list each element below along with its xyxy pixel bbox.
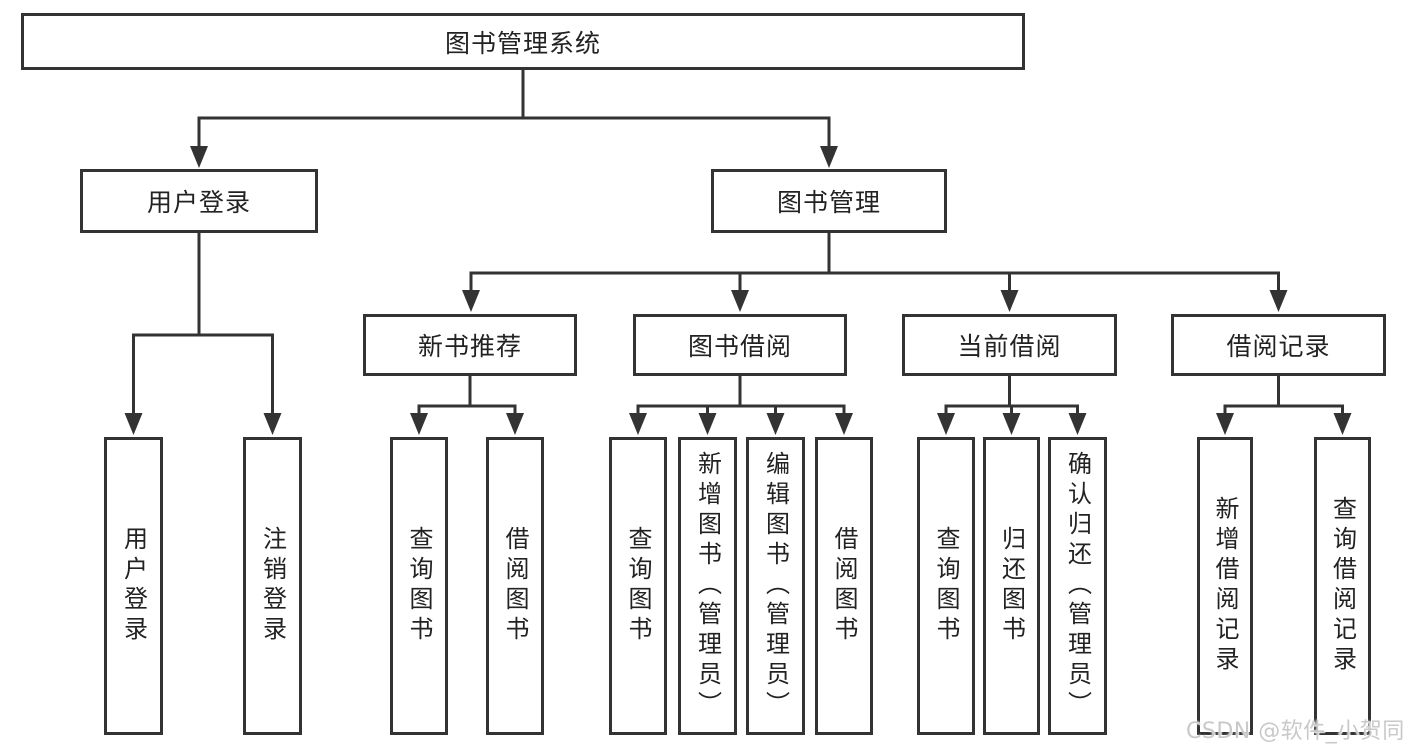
leaf-edit-books-admin: 编辑图书（管理员） [746,437,805,735]
node-root: 图书管理系统 [21,13,1025,70]
leaf-query-borrow-record: 查询借阅记录 [1314,437,1371,735]
node-book-borrowing: 图书借阅 [633,314,847,376]
leaf-add-books-admin: 新增图书（管理员） [678,437,737,735]
leaf-borrow-books-recommend: 借阅图书 [486,437,544,735]
leaf-confirm-return-admin-label: 确认归还（管理员） [1063,451,1092,721]
leaf-logout-login-label: 注销登录 [258,526,287,646]
node-user-login-label: 用户登录 [146,188,251,217]
node-book-management: 图书管理 [711,169,947,233]
node-new-book-recommend: 新书推荐 [363,314,577,376]
leaf-query-books-recommend: 查询图书 [390,437,448,735]
csdn-watermark: CSDN @软件_小贺同学 [1186,719,1405,744]
leaf-borrow-books-recommend-label: 借阅图书 [501,526,529,646]
leaf-user-login-label: 用户登录 [119,526,148,646]
leaf-add-borrow-record-label: 新增借阅记录 [1211,496,1239,676]
node-new-book-recommend-label: 新书推荐 [417,332,522,361]
leaf-query-books-current-label: 查询图书 [932,526,960,646]
leaf-query-borrow-record-label: 查询借阅记录 [1328,496,1357,676]
node-user-login: 用户登录 [80,169,318,233]
node-book-management-label: 图书管理 [776,188,881,217]
leaf-user-login: 用户登录 [104,437,163,735]
leaf-return-books-label: 归还图书 [997,526,1026,646]
node-root-label: 图书管理系统 [444,28,601,58]
leaf-borrow-books-label: 借阅图书 [830,526,858,646]
leaf-edit-books-admin-label: 编辑图书（管理员） [761,451,790,721]
leaf-query-books-recommend-label: 查询图书 [405,526,433,646]
leaf-query-books-borrowing-label: 查询图书 [624,526,652,646]
leaf-confirm-return-admin: 确认归还（管理员） [1048,437,1107,735]
leaf-query-books-current: 查询图书 [917,437,975,735]
node-borrowing-records: 借阅记录 [1171,314,1386,376]
node-book-borrowing-label: 图书借阅 [687,332,792,361]
leaf-borrow-books: 借阅图书 [815,437,873,735]
node-current-borrowing-label: 当前借阅 [957,332,1062,361]
leaf-return-books: 归还图书 [983,437,1040,735]
leaf-add-borrow-record: 新增借阅记录 [1197,437,1253,735]
leaf-query-books-borrowing: 查询图书 [609,437,667,735]
node-current-borrowing: 当前借阅 [902,314,1117,376]
leaf-add-books-admin-label: 新增图书（管理员） [693,451,722,721]
node-borrowing-records-label: 借阅记录 [1226,332,1331,361]
leaf-logout-login: 注销登录 [243,437,302,735]
